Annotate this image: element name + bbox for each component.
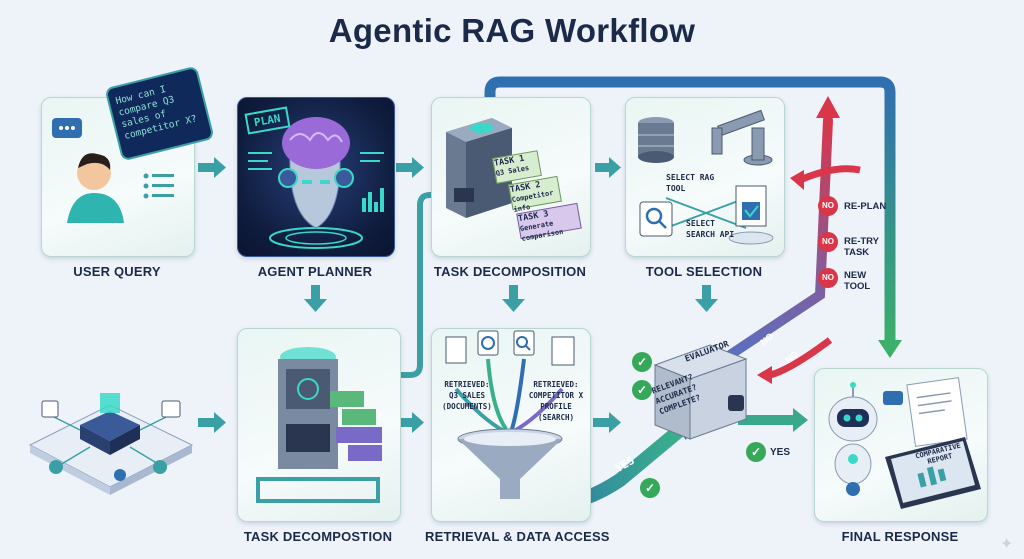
server-box-icon [278,347,338,469]
select-search-api: SELECT SEARCH API [686,219,735,239]
server-box-icon [446,118,512,218]
final-response-label: FINAL RESPONSE [841,529,959,544]
replan-label: RE-PLAN [844,201,887,212]
retry-label: RE-TRY TASK [844,236,879,258]
checkmark-icon: ✓ [632,352,652,372]
retrieved-left: RETRIEVED: Q3 SALES (DOCUMENTS) [442,380,492,411]
checkmark-icon: ✓ [632,380,652,400]
brain-head-icon [269,117,363,249]
retrieval-card: RETRIEVED: Q3 SALES (DOCUMENTS) RETRIEVE… [431,328,591,522]
new-tool-label: NEW TOOL [844,270,871,292]
no-badge-new-tool: NO [818,268,838,288]
task-decomposition-top-label: TASK DECOMPOSITION [433,264,587,279]
agent-planner-label: AGENT PLANNER [257,264,373,279]
document-icon [728,185,774,245]
search-icon [639,201,673,237]
evaluator-box-icon [653,344,748,440]
select-rag-tool: SELECT RAG TOOL [666,173,715,193]
yes-check-label: YES [770,447,791,458]
robot-arm-icon [711,109,773,166]
task-decomposition-top-card: TASK 1 Q3 Sales TASK 2 Competitor info T… [431,97,591,257]
data-sources-platform [20,355,200,505]
chat-bubble-icon [52,118,82,138]
database-icon [638,117,674,163]
tool-selection-card: SELECT RAG TOOL SELECT SEARCH API [625,97,785,257]
no-feedback-arrow [725,115,833,360]
tool-selection-label: TOOL SELECTION [645,264,763,279]
task-decomposition-bottom-label: TASK DECOMPOSTION [243,529,393,544]
task-decomposition-bottom-card [237,328,401,522]
document-icon [445,330,575,366]
diagram-title: Agentic RAG Workflow [328,12,696,49]
final-response-card: COMPARATIVE REPORT [814,368,988,522]
sparkle-icon: ✦ [1000,536,1014,553]
user-icon [67,153,124,223]
no-badge-retry: NO [818,232,838,252]
retrieval-label: RETRIEVAL & DATA ACCESS [425,529,610,544]
tablet-report-icon [885,437,981,509]
loop-back-arrow [484,76,896,351]
checkmark-icon: ✓ [640,478,660,498]
evaluator-box: EVALUATOR RELEVANT? ACCURATE? COMPLETE? [650,335,750,445]
retrieved-right: RETRIEVED: COMPETITOR X PROFILE (SEARCH) [528,380,584,422]
agent-planner-card: PLAN [237,97,395,257]
no-badge-replan: NO [818,196,838,216]
user-query-label: USER QUERY [73,264,161,279]
robot-icon [828,382,878,496]
checkmark-icon: ✓ [746,442,766,462]
document-icon [906,377,968,447]
funnel-icon [457,428,563,499]
